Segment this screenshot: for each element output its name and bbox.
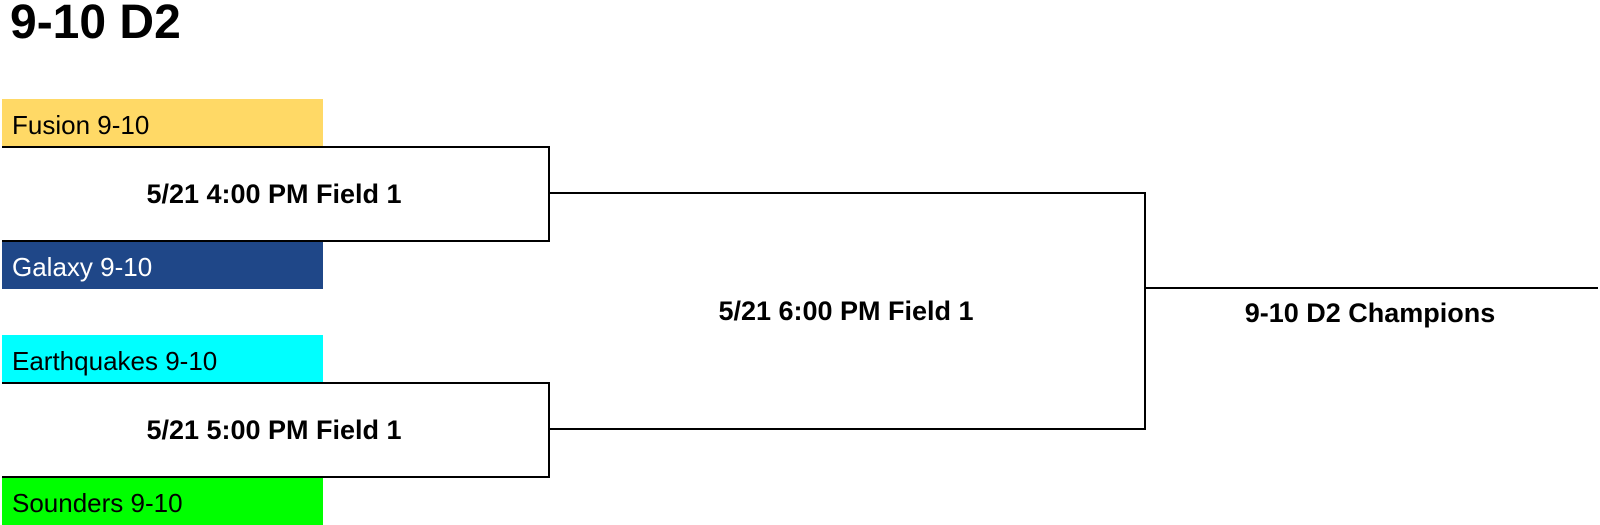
final-top-connector [548,192,1146,194]
bracket-title: 9-10 D2 [10,0,181,49]
game-1-top-line [2,146,550,148]
team-slot-earthquakes: Earthquakes 9-10 [2,335,323,383]
game-2-right-line [548,382,550,478]
game-1-label: 5/21 4:00 PM Field 1 [146,179,402,209]
game-1-bottom-line [2,240,550,242]
team-slot-sounders: Sounders 9-10 [2,477,323,525]
final-right-line [1144,192,1146,430]
final-game-label: 5/21 6:00 PM Field 1 [718,296,974,326]
game-2-label: 5/21 5:00 PM Field 1 [146,415,402,445]
final-bottom-connector [548,428,1146,430]
game-1-right-line [548,146,550,242]
champion-label: 9-10 D2 Champions [1244,298,1496,328]
game-2-bottom-line [2,476,550,478]
team-slot-galaxy: Galaxy 9-10 [2,241,323,289]
champion-line [1144,287,1598,289]
game-2-top-line [2,382,550,384]
team-slot-fusion: Fusion 9-10 [2,99,323,147]
